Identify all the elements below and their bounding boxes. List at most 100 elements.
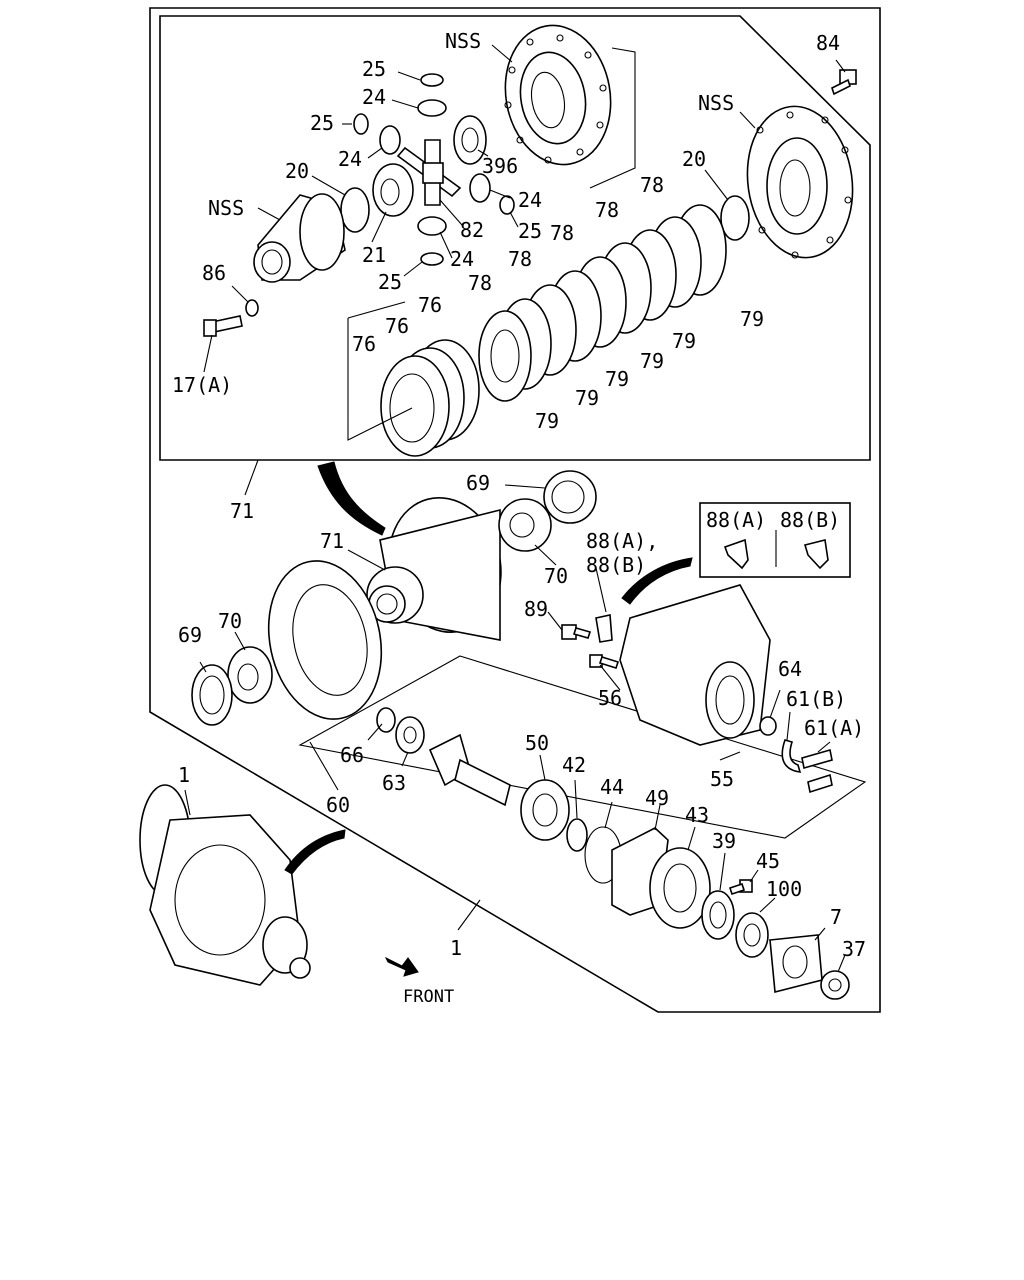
- ring-gear: [267, 560, 383, 720]
- side-gear-21: [372, 163, 414, 217]
- differential-carrier-assembly-1: [139, 784, 311, 986]
- companion-flange-7: [769, 934, 823, 994]
- bolt-84: [831, 69, 857, 96]
- callout-70-left: 70: [218, 609, 242, 633]
- differential-case-71: [366, 496, 502, 641]
- callout-70-top: 70: [544, 564, 568, 588]
- callout-inset-88a: 88(A): [706, 508, 766, 532]
- callout-nss-right: NSS: [698, 91, 734, 115]
- assembly-arrow-right: [621, 557, 693, 605]
- thrust-washer-20-right: [720, 195, 750, 241]
- callout-37: 37: [842, 937, 866, 961]
- callout-69-top: 69: [466, 471, 490, 495]
- callout-25-b: 25: [310, 111, 334, 135]
- bolt-17a: [203, 315, 243, 337]
- nut-64: [759, 716, 777, 736]
- callout-76-b: 76: [385, 314, 409, 338]
- thrust-washer-25-b: [353, 113, 369, 135]
- callout-76-c: 76: [352, 332, 376, 356]
- callout-79-d: 79: [605, 367, 629, 391]
- carrier-subassembly-box: [298, 655, 867, 839]
- callout-45: 45: [756, 849, 780, 873]
- callout-21: 21: [362, 243, 386, 267]
- case-half-left: [253, 193, 346, 283]
- callout-79-a: 79: [740, 307, 764, 331]
- callout-61a: 61(A): [804, 716, 864, 740]
- thrust-washer-25-c: [499, 195, 515, 215]
- callout-17a: 17(A): [172, 373, 232, 397]
- front-label: FRONT: [403, 987, 454, 1007]
- callout-78-e: 78: [468, 271, 492, 295]
- callout-79-c: 79: [640, 349, 664, 373]
- callout-24-d: 24: [450, 247, 474, 271]
- callout-49: 49: [645, 786, 669, 810]
- callout-nss-left: NSS: [208, 196, 244, 220]
- pin-61a: [801, 748, 833, 794]
- callout-20-left: 20: [285, 159, 309, 183]
- callout-24-a: 24: [362, 85, 386, 109]
- callout-71-b: 71: [320, 529, 344, 553]
- adjust-nut-69-left: [191, 664, 233, 726]
- lock-washer-86: [245, 299, 259, 317]
- callout-78-a: 78: [640, 173, 664, 197]
- callout-78-b: 78: [595, 198, 619, 222]
- drive-pinion-60: [428, 733, 511, 807]
- side-bearing-70-left: [227, 646, 273, 704]
- deflector-100: [735, 912, 769, 958]
- callout-79-e: 79: [575, 386, 599, 410]
- adjust-nut-69-top: [543, 470, 597, 524]
- side-bearing-70-top: [498, 498, 552, 552]
- callout-24-c: 24: [518, 188, 542, 212]
- callout-25-c: 25: [518, 219, 542, 243]
- callout-71-a: 71: [230, 499, 254, 523]
- callout-100: 100: [766, 877, 802, 901]
- callout-86: 86: [202, 261, 226, 285]
- thrust-washer-25-a: [420, 73, 444, 87]
- callout-labels: NSS 25 24 25 24 396 20 NSS 24 82 25 21 2…: [172, 29, 866, 1007]
- bearing-63: [395, 716, 425, 754]
- callout-69-left: 69: [178, 623, 202, 647]
- spacer-42: [566, 818, 588, 852]
- case-half-right: [746, 105, 854, 259]
- front-arrow-icon: [384, 956, 419, 977]
- callout-88ab-line2: 88(B): [586, 553, 646, 577]
- callout-60: 60: [326, 793, 350, 817]
- callout-25-d: 25: [378, 270, 402, 294]
- pinion-bearing-50: [520, 779, 570, 841]
- callout-nss-top: NSS: [445, 29, 481, 53]
- oil-seal-39: [701, 890, 735, 940]
- pinion-gear-24-d: [417, 216, 447, 236]
- spacer-ring-76: [380, 339, 480, 457]
- differential-case-subassembly-box: [159, 15, 871, 461]
- callout-396: 396: [482, 154, 518, 178]
- case-half-top-plate: [504, 24, 612, 166]
- callout-82: 82: [460, 218, 484, 242]
- callout-44: 44: [600, 775, 624, 799]
- callout-79-b: 79: [672, 329, 696, 353]
- callout-24-b: 24: [338, 147, 362, 171]
- thrust-washer-20-left: [340, 187, 370, 233]
- callout-88ab-line1: 88(A),: [586, 529, 658, 553]
- callout-55: 55: [710, 767, 734, 791]
- pinion-cross-shaft-82: [396, 139, 462, 206]
- callout-42: 42: [562, 753, 586, 777]
- callout-25-a: 25: [362, 57, 386, 81]
- bolt-45: [728, 879, 753, 896]
- bolt-89: [561, 624, 592, 640]
- nut-37: [820, 970, 850, 1000]
- callout-56: 56: [598, 686, 622, 710]
- callout-66: 66: [340, 743, 364, 767]
- callout-61b: 61(B): [786, 687, 846, 711]
- callout-89: 89: [524, 597, 548, 621]
- pinion-gear-24-c: [469, 173, 491, 203]
- callout-79-f: 79: [535, 409, 559, 433]
- callout-39: 39: [712, 829, 736, 853]
- callout-inset-88b: 88(B): [780, 508, 840, 532]
- callout-1-bottom: 1: [450, 936, 462, 960]
- bolt-56: [589, 654, 620, 669]
- thrust-washer-25-d: [420, 252, 444, 266]
- callout-76-a: 76: [418, 293, 442, 317]
- clutch-plate-stack: [478, 204, 727, 402]
- callout-63: 63: [382, 771, 406, 795]
- callout-7: 7: [830, 905, 842, 929]
